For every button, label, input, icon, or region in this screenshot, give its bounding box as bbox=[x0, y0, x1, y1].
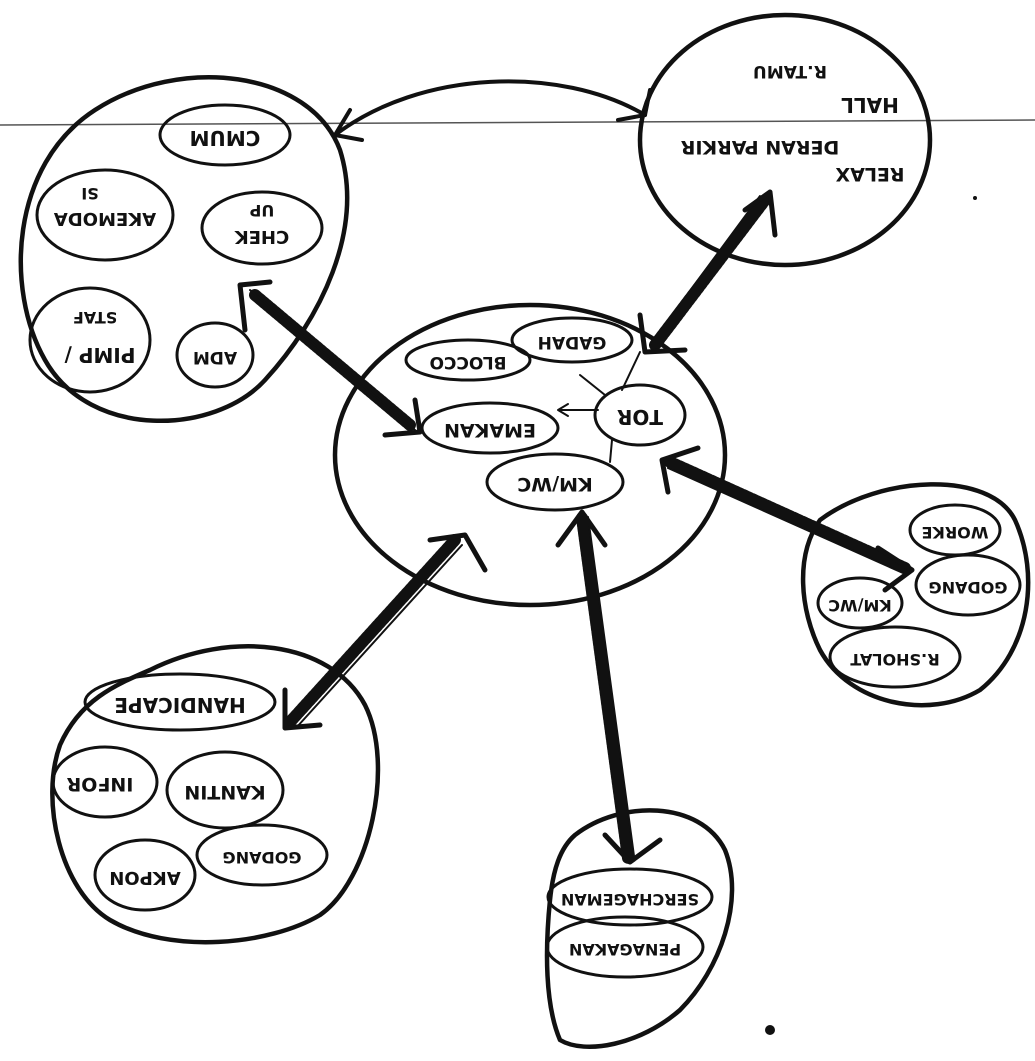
bubble-emakan bbox=[420, 401, 560, 455]
label-deran-parkir: DERAN PARKIR bbox=[680, 136, 839, 158]
label-worke: WORKE bbox=[922, 523, 989, 542]
bubble-check-up bbox=[200, 190, 324, 266]
paper-rule-line bbox=[0, 119, 1035, 126]
connector-center-topleft-edge bbox=[249, 289, 416, 431]
bubble-r-sholat bbox=[828, 625, 962, 689]
connector-center-bottomleft-edge bbox=[295, 544, 463, 729]
top-left-zone: CMUM CHEK UP AKEMODA SI PIMP / STAF ADM bbox=[18, 75, 350, 423]
label-serchageman: SERCHAGEMAN bbox=[561, 890, 699, 909]
internal-arrow-3 bbox=[609, 439, 613, 463]
center-zone-outline bbox=[332, 302, 728, 608]
bottom-left-zone: HANDICAPE INFOR KANTIN GODANG AKPON bbox=[50, 644, 381, 945]
bubble-godang-bottom-left bbox=[195, 823, 329, 887]
bubble-gadah bbox=[510, 316, 634, 364]
bubble-penagakan bbox=[545, 915, 705, 979]
arrowhead-center-from-bottom bbox=[555, 509, 608, 548]
label-cmum: CMUM bbox=[190, 126, 261, 150]
arrowhead-center-from-topleft bbox=[382, 397, 423, 438]
label-godang-bottom-left: GODANG bbox=[223, 848, 302, 867]
top-right-zone: HALL R.TAMU RELAX DERAN PARKIR bbox=[637, 12, 933, 268]
arrowhead-top-left bbox=[333, 108, 364, 142]
pen-dot bbox=[765, 1025, 775, 1035]
arrowhead-bottomleft-zone bbox=[282, 687, 323, 731]
arrowhead-center-from-bottomleft bbox=[427, 532, 488, 573]
top-left-zone-outline bbox=[18, 75, 350, 423]
connector-center-topright bbox=[649, 194, 771, 351]
label-pimp: PIMP / bbox=[64, 343, 136, 367]
label-handicape: HANDICAPE bbox=[114, 693, 245, 717]
arrowhead-center-from-topright bbox=[637, 312, 688, 355]
connector-center-right bbox=[664, 456, 911, 574]
bubble-adm bbox=[175, 321, 255, 389]
label-adm: ADM bbox=[193, 347, 237, 367]
bubble-kmwc-center bbox=[485, 452, 625, 512]
connector-center-bottom-edge bbox=[587, 516, 635, 857]
bubble-akpon bbox=[93, 838, 197, 912]
label-penagakan: PENAGAKAN bbox=[569, 940, 681, 959]
center-zone: TOR EMAKAN BLOCCO GADAH KM/WC bbox=[332, 302, 728, 608]
internal-arrow-1 bbox=[557, 403, 599, 417]
connector-center-right-edge bbox=[667, 467, 904, 574]
label-relax: RELAX bbox=[835, 163, 904, 185]
arrowhead-topleft-zone bbox=[237, 279, 273, 333]
label-akpon: AKPON bbox=[109, 867, 180, 888]
label-kmwc-right: KM/WC bbox=[828, 596, 892, 615]
right-zone: WORKE GODANG KM/WC R.SHOLAT bbox=[800, 482, 1031, 708]
label-up: UP bbox=[249, 201, 274, 220]
label-infor: INFOR bbox=[66, 773, 133, 795]
bubble-godang-right bbox=[914, 553, 1022, 617]
connector-center-bottom bbox=[576, 512, 634, 864]
label-hall: HALL bbox=[841, 93, 899, 117]
label-gadah: GADAH bbox=[538, 332, 607, 352]
connectors bbox=[237, 79, 915, 865]
bubble-tor bbox=[593, 383, 687, 447]
label-si: SI bbox=[81, 184, 98, 203]
label-blocco: BLOCCO bbox=[429, 352, 506, 372]
label-r-sholat: R.SHOLAT bbox=[850, 650, 940, 669]
label-r-tamu: R.TAMU bbox=[753, 61, 827, 81]
bubble-cmum bbox=[158, 103, 292, 167]
connector-center-bottomleft bbox=[284, 534, 461, 728]
bottom-zone: SERCHAGEMAN PENAGAKAN bbox=[544, 808, 735, 1049]
label-kmwc-center: KM/WC bbox=[517, 473, 592, 495]
bubble-infor bbox=[51, 745, 159, 819]
label-tor: TOR bbox=[617, 405, 663, 429]
bubble-serchageman bbox=[546, 867, 714, 927]
label-staf: STAF bbox=[73, 308, 118, 327]
label-emakan: EMAKAN bbox=[444, 419, 536, 441]
arrowhead-right-zone bbox=[875, 545, 915, 593]
bubble-kantin bbox=[165, 750, 285, 830]
label-godang-right: GODANG bbox=[929, 578, 1008, 597]
right-zone-outline bbox=[800, 482, 1031, 708]
label-akemoda: AKEMODA bbox=[54, 208, 156, 229]
internal-arrow-4 bbox=[621, 351, 641, 391]
connector-center-topright-edge bbox=[649, 195, 761, 346]
bubble-akemodasi bbox=[35, 168, 175, 262]
bubble-blocco bbox=[404, 338, 532, 382]
arrowhead-bottom-zone bbox=[602, 832, 663, 865]
pen-dot bbox=[973, 196, 977, 200]
label-chek: CHEK bbox=[234, 226, 290, 247]
bottom-zone-outline bbox=[544, 808, 735, 1049]
bubble-kmwc-right bbox=[816, 576, 904, 630]
bubble-pimp-staf bbox=[28, 286, 152, 394]
arrowhead-topright-zone bbox=[742, 189, 778, 238]
label-kantin: KANTIN bbox=[184, 781, 265, 803]
top-right-zone-outline bbox=[637, 12, 933, 268]
connector-topleft-topright bbox=[333, 79, 647, 137]
arrowhead-top-right bbox=[616, 88, 652, 122]
internal-arrow-2 bbox=[579, 374, 606, 396]
arrowhead-center-from-right bbox=[659, 445, 701, 495]
bubble-handicape bbox=[83, 672, 277, 732]
